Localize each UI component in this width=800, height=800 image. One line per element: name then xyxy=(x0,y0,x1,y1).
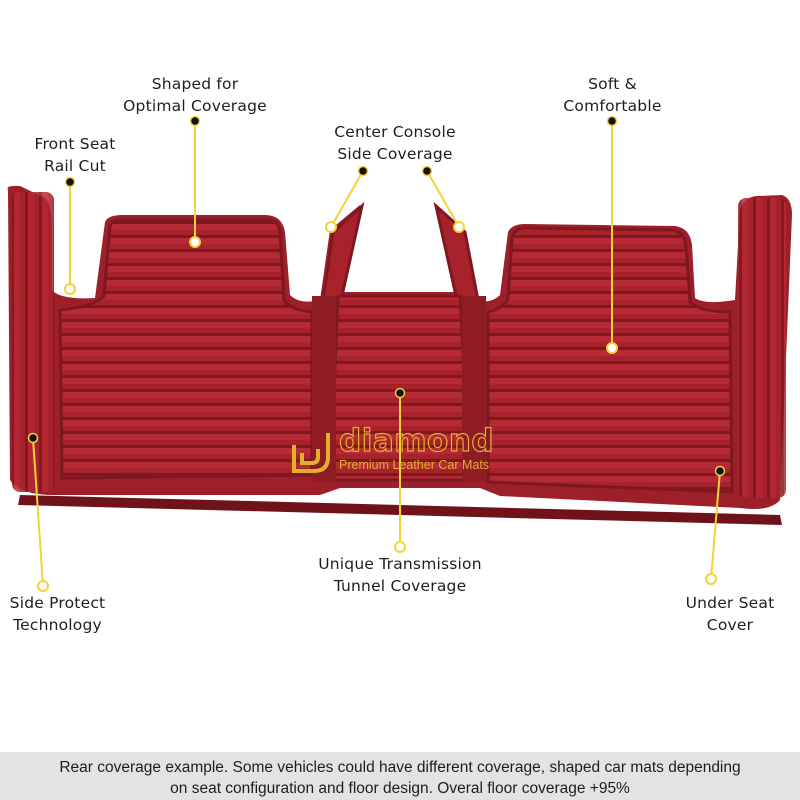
label-shaped-coverage: Shaped for Optimal Coverage xyxy=(123,75,267,115)
label-front-seat-rail-cut: Front Seat Rail Cut xyxy=(34,135,116,175)
console-flap-right xyxy=(433,201,480,302)
callout-target-dots xyxy=(37,221,717,592)
dot-soft xyxy=(606,115,618,127)
callout-line-side-protect xyxy=(32,437,44,587)
dot-front-seat xyxy=(64,176,76,188)
callout-line-console-right xyxy=(426,170,460,228)
label-transmission-tunnel: Unique Transmission Tunnel Coverage xyxy=(318,555,482,595)
callout-line-console-left xyxy=(330,170,364,228)
left-seat-pad xyxy=(58,218,314,480)
brand-logo: diamond Premium Leather Car Mats xyxy=(284,422,524,477)
right-side-wall xyxy=(738,198,786,498)
callout-anchor-dots xyxy=(27,115,726,477)
brand-tagline: Premium Leather Car Mats xyxy=(339,458,490,472)
dot-under-seat xyxy=(714,465,726,477)
label-center-console: Center Console Side Coverage xyxy=(334,123,456,163)
label-under-seat-cover: Under Seat Cover xyxy=(685,594,775,634)
dot-console-right xyxy=(421,165,433,177)
tunnel-divider-right xyxy=(462,296,486,481)
right-seat-pad xyxy=(486,226,734,494)
left-side-wall xyxy=(12,192,54,492)
diamond-logo-icon xyxy=(292,433,330,473)
dot-side-protect xyxy=(27,432,39,444)
dot-console-left xyxy=(357,165,369,177)
callout-line-under-seat xyxy=(710,470,721,580)
callout-lines xyxy=(32,121,721,587)
brand-name: diamond xyxy=(338,422,495,459)
label-side-protect: Side Protect Technology xyxy=(9,594,106,634)
dot-shaped xyxy=(189,115,201,127)
dot-tunnel xyxy=(394,387,406,399)
coverage-disclaimer: Rear coverage example. Some vehicles cou… xyxy=(0,752,800,800)
label-soft-comfortable: Soft & Comfortable xyxy=(563,75,662,115)
